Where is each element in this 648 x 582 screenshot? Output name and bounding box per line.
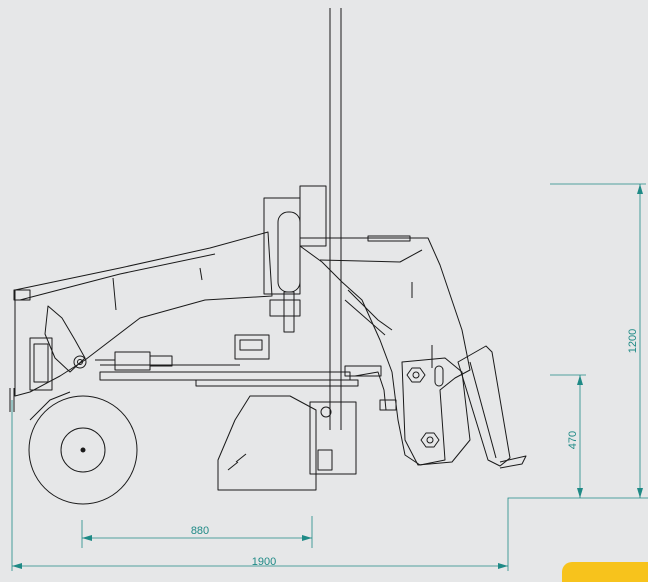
- adjust-slot: [434, 365, 444, 387]
- front-bracket: [29, 337, 53, 391]
- dimension-labels: 1900 880 1200 470: [191, 329, 639, 568]
- label-880: 880: [191, 525, 209, 537]
- housing-crease-2: [344, 299, 386, 336]
- arrow-top-1200: [637, 184, 643, 194]
- wheel-tire: [28, 395, 138, 505]
- top-plate: [367, 235, 411, 242]
- hydraulic-hose: [354, 371, 387, 411]
- housing-top-edge: [319, 249, 423, 263]
- valve-block: [234, 334, 270, 360]
- ground-step-outline: [507, 497, 648, 571]
- boom-rib-2: [199, 267, 203, 281]
- arrow-left-880: [82, 535, 92, 541]
- main-frame: [99, 371, 351, 381]
- corner-accent-tab: [562, 562, 648, 582]
- cutter-mark: [227, 461, 239, 471]
- hose-fitting: [379, 399, 397, 411]
- cutter-mark-2: [235, 453, 247, 463]
- dimension-lines: [11, 183, 648, 571]
- arrow-top-470: [577, 375, 583, 385]
- front-bracket-inner: [33, 343, 49, 383]
- mount-bolt: [320, 406, 332, 418]
- hydraulic-cylinder: [114, 351, 151, 371]
- boom-arm: [14, 231, 273, 397]
- cylinder-rod: [149, 355, 173, 367]
- nut-upper: [406, 367, 426, 383]
- arrow-bottom-470: [577, 488, 583, 498]
- boom-end-cap: [13, 289, 31, 301]
- mount-bracket: [317, 449, 333, 471]
- lower-frame: [195, 379, 359, 387]
- front-pivot-center: [77, 359, 83, 365]
- nut-lower-center: [426, 436, 434, 444]
- rod-clamp: [269, 299, 301, 317]
- rear-plate: [401, 357, 471, 466]
- side-mount-plate: [309, 401, 357, 475]
- vertical-rod: [283, 291, 295, 333]
- cylinder-bracket: [263, 197, 301, 295]
- housing-crease: [347, 289, 393, 331]
- machine-outline: [9, 8, 527, 505]
- label-1900: 1900: [252, 556, 276, 568]
- blade-tip: [499, 455, 527, 469]
- arrow-left-1900: [12, 563, 22, 569]
- boom-rib: [112, 277, 117, 311]
- cutter-housing: [217, 395, 317, 491]
- label-1200: 1200: [627, 329, 639, 353]
- arrow-right-1900: [498, 563, 508, 569]
- vertical-cylinder: [277, 211, 301, 293]
- main-housing: [299, 237, 471, 466]
- wheel-rim: [60, 427, 106, 473]
- boom-inner-edge: [19, 253, 216, 301]
- top-bracket: [299, 185, 327, 247]
- wheel-hub: [80, 447, 86, 453]
- arrow-right-880: [302, 535, 312, 541]
- valve-face: [239, 339, 263, 351]
- frame-extension: [344, 365, 382, 377]
- label-470: 470: [567, 431, 579, 449]
- front-link-plate: [44, 305, 86, 373]
- wheel-fork: [29, 391, 71, 421]
- blade-edge: [469, 361, 497, 459]
- front-pivot: [73, 355, 87, 369]
- arrow-bottom-1200: [637, 488, 643, 498]
- nut-upper-center: [412, 371, 420, 379]
- rear-blade: [457, 345, 511, 467]
- nut-lower: [420, 432, 440, 448]
